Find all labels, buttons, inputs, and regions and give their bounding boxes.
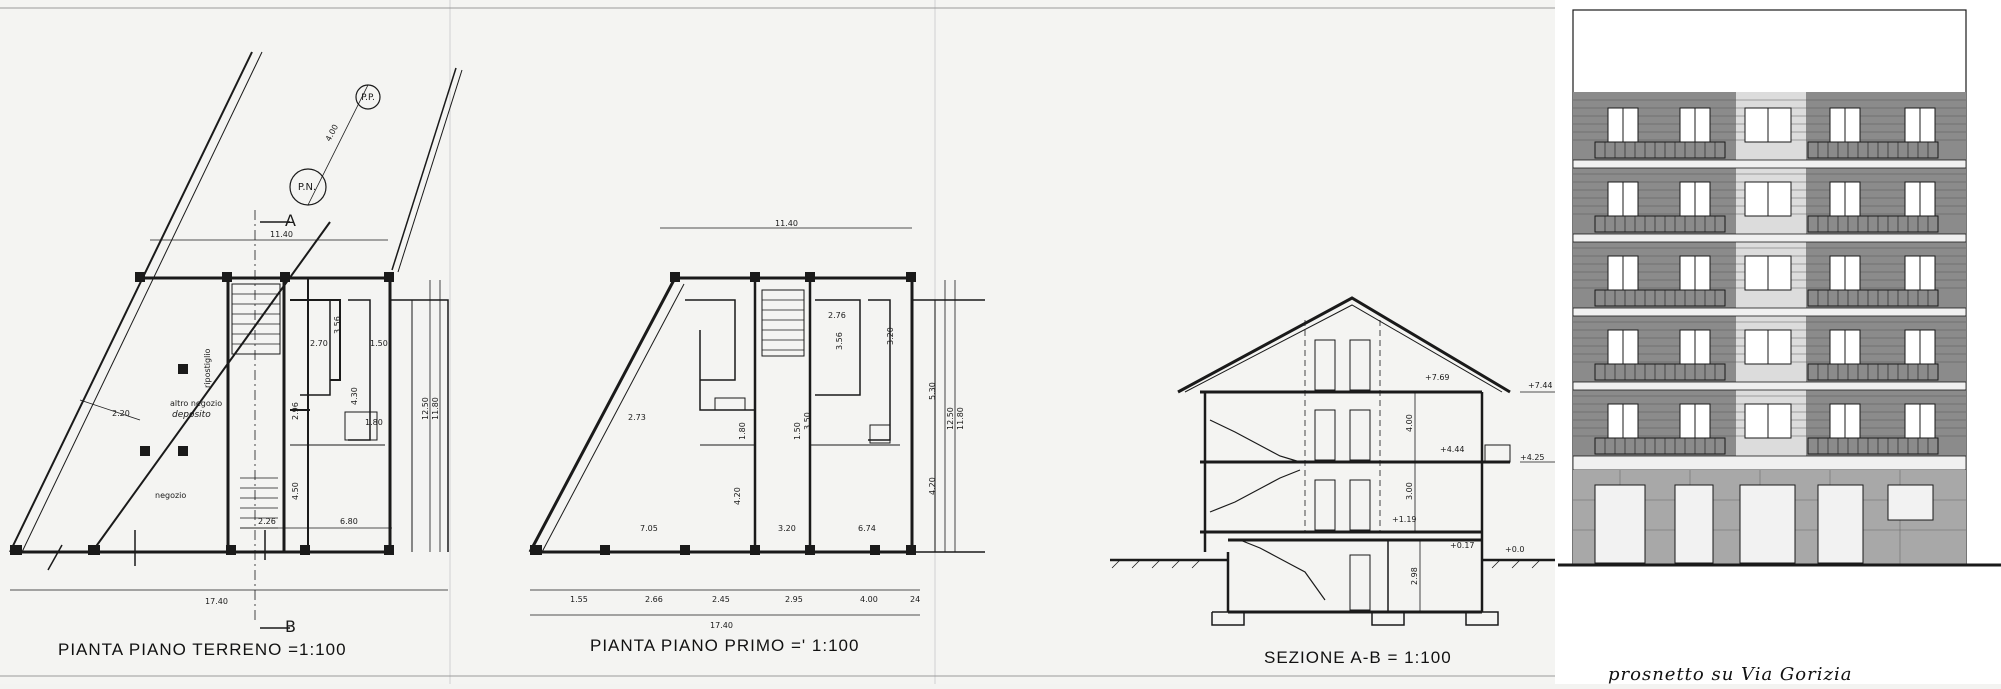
dimension-label: 11.40 (775, 219, 798, 228)
dimension-label: 2.95 (785, 595, 803, 604)
dimension-label: 3.56 (333, 316, 342, 334)
shop-door (1817, 484, 1864, 564)
balcony-railing (1594, 141, 1726, 159)
dimension-label: 2.20 (112, 409, 130, 418)
section-labels: +7.69 +4.44 +1.19 +0.17 +0.0 +7.44 +4.25… (1392, 373, 1553, 585)
dimension-label: 12.50 (421, 397, 430, 420)
room-label: altro negozio (170, 399, 222, 408)
dimension-label: 1.50 (370, 339, 388, 348)
ground-floor-caption: PIANTA PIANO TERRENO =1:100 (58, 640, 347, 659)
dimension-label: 3.56 (835, 332, 844, 350)
dimension-label: 11.40 (270, 230, 293, 239)
dimension-label: 24 (910, 595, 920, 604)
room-label: negozio (155, 491, 186, 500)
first-floor-plan (528, 227, 985, 616)
dimension-label: 6.80 (340, 517, 358, 526)
dimension-label: 7.05 (640, 524, 658, 533)
balcony-railing (1594, 363, 1726, 381)
level-label: +0.0 (1505, 545, 1524, 554)
height-label: 3.00 (1405, 482, 1414, 500)
level-label: +7.69 (1425, 373, 1450, 382)
level-label: +4.44 (1440, 445, 1465, 454)
elevation-caption: prosnetto su Via Gorizia (1608, 664, 1853, 685)
dimension-label: 4.20 (733, 487, 742, 505)
dimension-label: 12.50 (946, 407, 955, 430)
balcony-railing (1807, 437, 1939, 455)
plan-north-label: P.P. (361, 93, 375, 103)
dimension-label: 1.50 (793, 422, 802, 440)
dimension-label: 6.74 (858, 524, 876, 533)
balcony-railing (1594, 437, 1726, 455)
section-caption: SEZIONE A-B = 1:100 (1264, 648, 1452, 667)
balcony-railing (1594, 289, 1726, 307)
level-label: +0.17 (1450, 541, 1475, 550)
dimension-label: 1.80 (365, 418, 383, 427)
north-label: P.N. (298, 182, 316, 193)
shop-door (1594, 484, 1646, 564)
section-end-marker: B (285, 617, 296, 636)
ground-floor-labels: P.N. P.P. 4.00 A B ripostiglio altro neg… (112, 93, 440, 636)
dimension-label: 4.30 (350, 387, 359, 405)
level-label: +1.19 (1392, 515, 1417, 524)
dimension-label: 1.80 (738, 422, 747, 440)
balcony-railing (1807, 289, 1939, 307)
dimension-label: 3.50 (803, 412, 812, 430)
height-label: 4.00 (1405, 414, 1414, 432)
dimension-label: 2.73 (628, 413, 646, 422)
section-a-b (1110, 296, 1555, 626)
dimension-label: 2.45 (712, 595, 730, 604)
shop-window (1739, 484, 1796, 564)
dimension-label: 5.30 (928, 382, 937, 400)
entrance-door (1674, 484, 1714, 564)
balcony-railing (1807, 215, 1939, 233)
dimension-label: 3.20 (886, 327, 895, 345)
dimension-label: 2.96 (291, 402, 300, 420)
ground-floor-plan (9, 51, 463, 629)
level-label: +4.25 (1520, 453, 1545, 462)
dimension-label: 11.80 (431, 397, 440, 420)
dimension-label: 3.20 (778, 524, 796, 533)
balcony-railing (1594, 215, 1726, 233)
dimension-label: 2.26 (258, 517, 276, 526)
dimension-label: 4.20 (928, 477, 937, 495)
dimension-label: 17.40 (710, 621, 733, 630)
room-label: ripostiglio (203, 348, 212, 388)
height-label: 2.98 (1410, 567, 1419, 585)
balcony-railing (1807, 141, 1939, 159)
dimension-label: 11.80 (956, 407, 965, 430)
dimension-label: 4.00 (860, 595, 878, 604)
dimension-label: 2.66 (645, 595, 663, 604)
room-label: deposito (172, 410, 211, 420)
level-label: +7.44 (1528, 381, 1553, 390)
section-start-marker: A (285, 211, 296, 230)
first-floor-caption: PIANTA PIANO PRIMO =' 1:100 (590, 636, 860, 655)
dimension-label: 2.76 (828, 311, 846, 320)
dimension-label: 4.50 (291, 482, 300, 500)
ground-window (1887, 484, 1934, 521)
elevation-via-gorizia (1555, 0, 2001, 684)
dimension-label: 17.40 (205, 597, 228, 606)
dimension-label: 1.55 (570, 595, 588, 604)
paper-sheet (0, 0, 1555, 684)
balcony-railing (1807, 363, 1939, 381)
dimension-label: 2.70 (310, 339, 328, 348)
first-floor-labels: 11.40 17.40 1.55 2.66 2.45 2.95 4.00 24 … (570, 219, 965, 630)
